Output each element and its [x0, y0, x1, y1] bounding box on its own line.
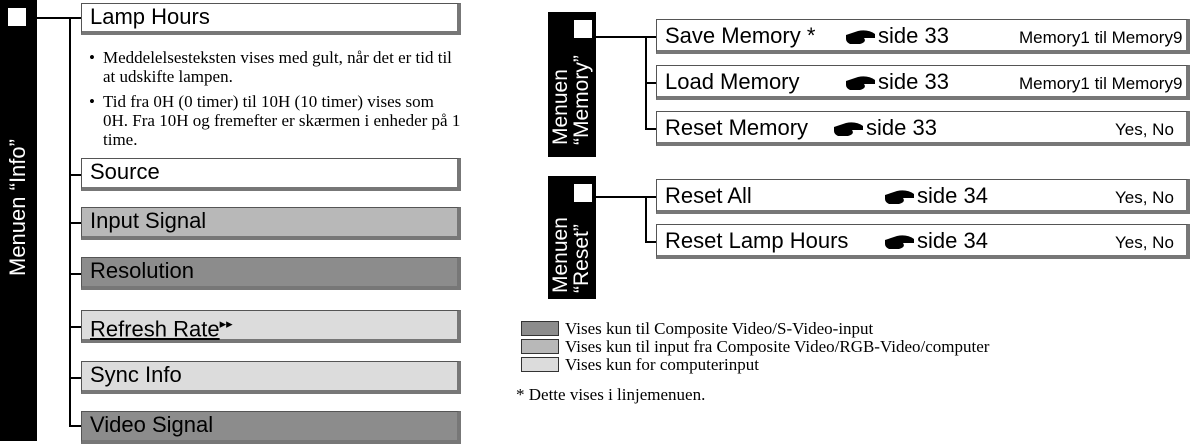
info-menu-tab-label: Menuen “Info” [5, 139, 30, 276]
tree-connector [37, 17, 71, 19]
tree-branch [645, 128, 657, 130]
pointing-hand-icon [846, 30, 875, 45]
tree-connector [596, 36, 646, 38]
pointing-hand-icon [834, 122, 863, 137]
tree-connector [596, 196, 646, 198]
tree-trunk [69, 17, 71, 425]
resolution-label: Resolution [90, 258, 194, 283]
tree-branch [645, 36, 657, 38]
lamp-hours-label: Lamp Hours [90, 4, 210, 29]
memory-menu-tab: Menuen “Memory” [548, 12, 596, 157]
tree-branch [69, 17, 83, 19]
pointing-hand-icon [885, 190, 914, 205]
tree-branch [69, 425, 83, 427]
white-square-icon [574, 20, 592, 38]
sync-info-label: Sync Info [90, 362, 182, 387]
pointing-hand-icon [846, 76, 875, 91]
legend-text-computer: Vises kun for computerinput [565, 355, 759, 374]
reset-lamp-hours-page-ref: side 34 [885, 228, 988, 254]
tree-branch [645, 196, 657, 198]
reset-menu-tab: Menuen “Reset” [548, 176, 596, 299]
legend-swatch-computer [521, 357, 559, 372]
white-square-icon [8, 8, 26, 26]
reset-all-item[interactable]: Reset All [656, 179, 1190, 214]
footnote: * Dette vises i linjemenuen. [516, 385, 706, 404]
reset-all-value: Yes, No [1115, 188, 1174, 207]
source-item[interactable]: Source [81, 158, 461, 191]
lamp-hours-item[interactable]: Lamp Hours [81, 3, 461, 35]
video-signal-label: Video Signal [90, 412, 214, 437]
pointing-hand-icon [885, 235, 914, 250]
lamp-hours-note-2: •Tid fra 0H (0 timer) til 10H (10 timer)… [89, 92, 461, 149]
sync-info-item[interactable]: Sync Info [81, 361, 461, 394]
reset-memory-page-ref: side 33 [834, 115, 937, 141]
refresh-rate-label: Refresh Rate [90, 316, 220, 342]
memory-menu-tab-label-2: “Memory” [570, 55, 593, 145]
load-memory-item[interactable]: Load Memory [656, 65, 1190, 100]
load-memory-label: Load Memory [665, 69, 800, 94]
load-memory-page-ref: side 33 [846, 69, 949, 95]
legend-text-composite: Vises kun til Composite Video/S-Video-in… [565, 319, 874, 338]
tree-branch [645, 82, 657, 84]
tree-trunk [645, 196, 647, 243]
input-signal-item[interactable]: Input Signal [81, 207, 461, 240]
source-label: Source [90, 159, 160, 184]
reset-lamp-hours-item[interactable]: Reset Lamp Hours [656, 224, 1190, 259]
save-memory-item[interactable]: Save Memory * [656, 19, 1190, 54]
legend-swatch-rgb-video [521, 339, 559, 354]
refresh-rate-item[interactable]: Refresh Rate▸▸ [81, 310, 461, 343]
reset-lamp-hours-value: Yes, No [1115, 233, 1174, 252]
legend-swatch-composite [521, 321, 559, 336]
reset-memory-value: Yes, No [1115, 120, 1174, 139]
save-memory-value: Memory1 til Memory9 [1019, 28, 1183, 47]
info-menu-tab: Menuen “Info” [0, 0, 37, 441]
input-signal-label: Input Signal [90, 208, 207, 233]
reset-all-page-ref: side 34 [885, 183, 988, 209]
tree-branch [69, 222, 83, 224]
white-square-icon [574, 184, 592, 202]
legend-text-rgb-video: Vises kun til input fra Composite Video/… [565, 337, 990, 356]
reset-memory-label: Reset Memory [665, 115, 809, 140]
reset-memory-item[interactable]: Reset Memory [656, 111, 1190, 146]
reset-menu-tab-label-2: “Reset” [570, 224, 593, 293]
glossary-arrow-icon: ▸▸ [219, 316, 233, 331]
tree-branch [645, 241, 657, 243]
reset-lamp-hours-label: Reset Lamp Hours [665, 228, 849, 253]
tree-branch [69, 174, 83, 176]
save-memory-label: Save Memory * [665, 23, 816, 48]
video-signal-item[interactable]: Video Signal [81, 411, 461, 444]
lamp-hours-note-1: •Meddelelsesteksten vises med gult, når … [89, 48, 452, 86]
save-memory-page-ref: side 33 [846, 23, 949, 49]
tree-branch [69, 326, 83, 328]
load-memory-value: Memory1 til Memory9 [1019, 74, 1183, 93]
tree-branch [69, 273, 83, 275]
reset-all-label: Reset All [665, 183, 752, 208]
resolution-item[interactable]: Resolution [81, 257, 461, 290]
tree-branch [69, 377, 83, 379]
